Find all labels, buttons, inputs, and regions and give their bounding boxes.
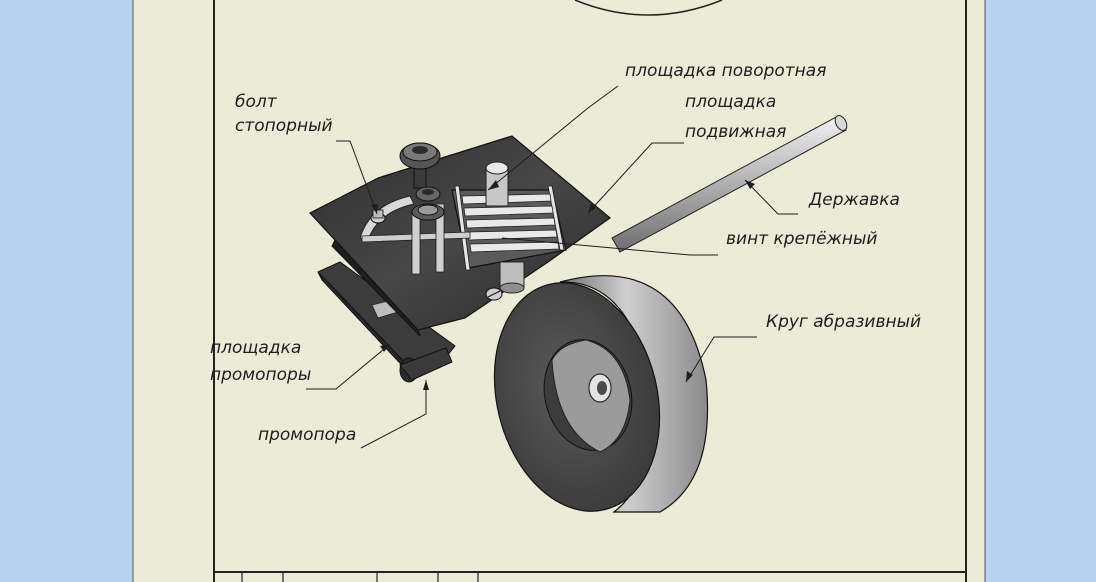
leader-holder	[744, 179, 798, 215]
cross-shaft	[361, 186, 471, 275]
abrasive-wheel	[493, 275, 709, 513]
label-locking-bolt-line2: стопорный	[235, 116, 333, 136]
locking-bolt	[370, 209, 386, 224]
arc-slot	[359, 195, 415, 241]
label-rest-platform-line2: промопоры	[210, 365, 311, 385]
leader-lines	[306, 85, 798, 449]
label-movable-platform-line2: подвижная	[685, 122, 786, 142]
leader-fixing-screw	[501, 237, 718, 256]
movable-platform	[451, 161, 567, 294]
label-intermediate-support: промопора	[258, 425, 356, 445]
leader-intermediate-support	[360, 380, 427, 449]
leader-movable-platform	[587, 142, 684, 214]
intermediate-support	[399, 347, 453, 383]
top-circle-arc	[574, 0, 723, 16]
label-holder: Державка	[808, 190, 900, 210]
label-abrasive-wheel: Круг абразивный	[766, 312, 921, 332]
label-locking-bolt-line1: болт	[235, 92, 278, 112]
grinding-fixture-assembly	[309, 115, 848, 513]
fixing-screw-head	[485, 287, 503, 301]
leader-abrasive-wheel	[685, 336, 757, 383]
label-fixing-screw: винт крепёжный	[726, 229, 877, 249]
label-movable-platform-line1: площадка	[685, 92, 776, 112]
label-rotary-platform: площадка поворотная	[625, 61, 826, 81]
holder-rod	[611, 115, 848, 253]
title-block-columns	[241, 572, 479, 582]
clamp-knob	[399, 142, 441, 189]
leader-rest-platform	[306, 343, 391, 390]
leader-locking-bolt	[336, 140, 378, 215]
drawing-frame	[213, 0, 967, 582]
label-rest-platform-line1: площадка	[210, 338, 301, 358]
leader-arrowheads	[371, 180, 755, 390]
leader-rotary-platform	[487, 85, 619, 191]
